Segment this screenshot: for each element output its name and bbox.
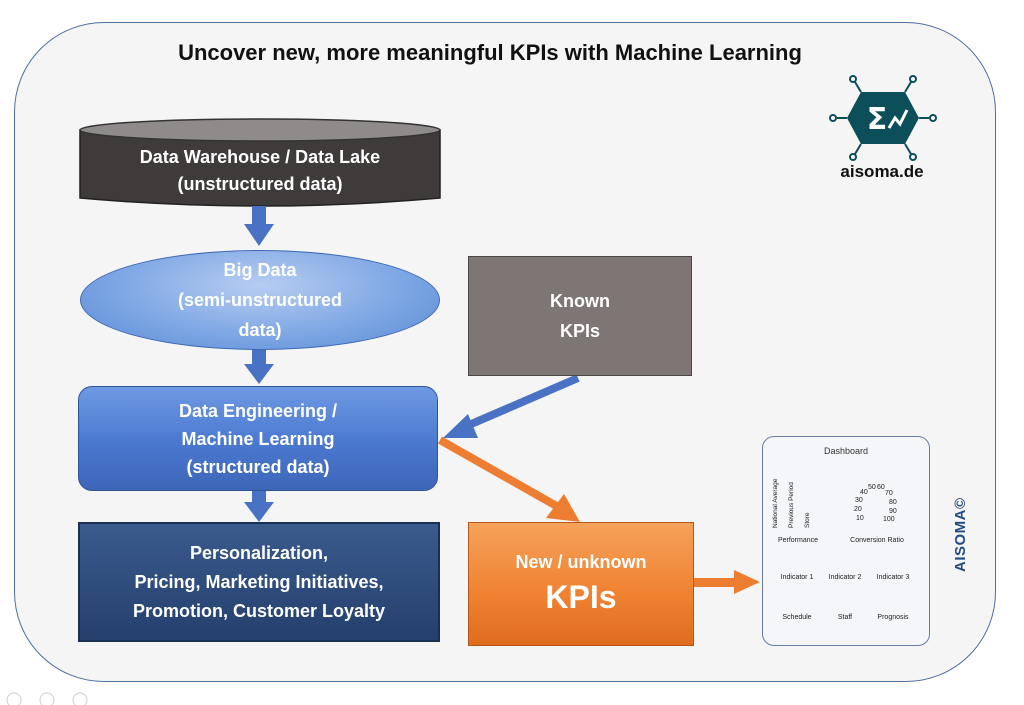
indicator-label-3: Indicator 3 [876,574,910,581]
arrow-bigdata-to-engineering [244,348,274,384]
indicator-label-2: Indicator 2 [828,574,862,581]
sigma-hexagon-icon: Σ [829,75,937,161]
engineering-label: Data Engineering / Machine Learning (str… [178,400,338,477]
big-data-label: Big Data (semi-unstructured data) [177,260,343,340]
indicator-label-prognosis: Prognosis [877,614,909,621]
bar-label-store: Store [804,512,811,528]
gauge-tick-30: 30 [855,497,863,504]
gauge-tick-40: 40 [860,489,868,496]
arrow-known-to-engineering [443,374,580,438]
warehouse-line1: Data Warehouse / Data Lake [139,147,381,167]
svg-text:Σ: Σ [867,102,888,137]
gauge-tick-100: 100 [883,516,895,523]
dashboard-title: Dashboard [823,446,869,456]
arrow-new-kpis-to-dashboard [694,570,760,594]
bar-label-national-average: National Average [772,478,779,528]
personalization-box: Personalization, Pricing, Marketing Init… [78,522,440,642]
indicator-label-staff: Staff [837,614,853,621]
gauge-tick-70: 70 [885,490,893,497]
known-kpis-label: Known KPIs [550,291,610,341]
gauge-tick-10: 10 [856,515,864,522]
personalization-label: Personalization, Pricing, Marketing Init… [132,542,386,621]
gauge-tick-20: 20 [854,506,862,513]
new-kpis-line2: KPIs [545,579,617,615]
big-data-ellipse: Big Data (semi-unstructured data) [80,250,440,350]
gauge-tick-50: 50 [868,484,876,491]
indicator-label-schedule: Schedule [782,614,812,621]
conversion-ratio-label: Conversion Ratio [850,537,904,544]
data-warehouse-box: Data Warehouse / Data Lake (unstructured… [80,140,440,202]
new-kpis-line1: New / unknown [515,552,647,572]
page-title: Uncover new, more meaningful KPIs with M… [178,40,802,65]
warehouse-line2: (unstructured data) [177,174,343,194]
gauge-tick-90: 90 [889,508,897,515]
brand-vertical-text: AISOMA© [952,497,969,572]
data-warehouse-cylinder [79,118,441,207]
gauge-tick-60: 60 [877,484,885,491]
known-kpis-box: Known KPIs [468,256,692,376]
arrow-engineering-to-personalization [244,490,274,522]
logo-text: aisoma.de [840,162,924,181]
bar-label-previous-period: Previous Period [788,482,795,528]
dashboard-panel: Dashboard [762,436,930,646]
gauge-tick-80: 80 [889,499,897,506]
performance-label: Performance [777,537,819,544]
footer-icons [6,692,88,705]
arrow-warehouse-to-bigdata [244,206,274,246]
data-engineering-box: Data Engineering / Machine Learning (str… [78,386,438,491]
arrow-engineering-to-new-kpis [438,436,580,522]
indicator-label-1: Indicator 1 [780,574,814,581]
new-kpis-box: New / unknown KPIs [468,522,694,646]
